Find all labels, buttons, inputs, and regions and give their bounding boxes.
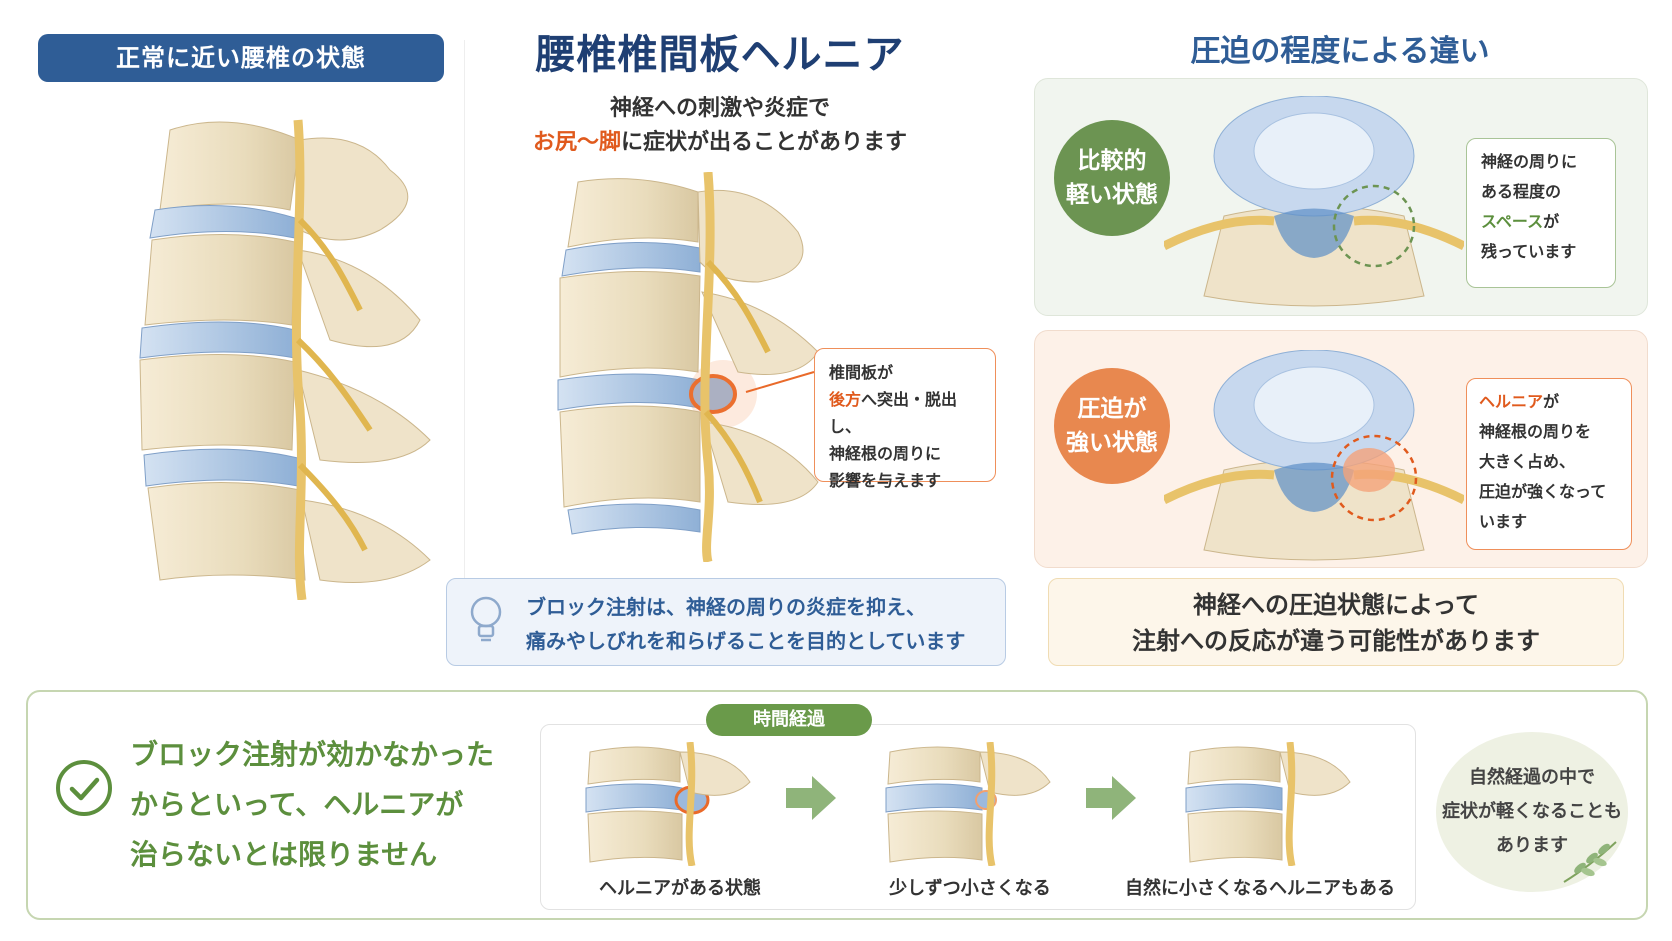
mild-cross-section-illustration — [1164, 96, 1464, 307]
arrow-icon-2 — [1086, 776, 1136, 820]
bottom-message-line-3: 治らないとは限りません — [130, 838, 438, 871]
natural-line-1: 自然経過の中で — [1469, 767, 1595, 788]
herniation-callout-line-2: 後方へ突出・脱出し、 — [829, 386, 981, 440]
mild-badge: 比較的 軽い状態 — [1054, 120, 1170, 236]
normal-spine-illustration — [139, 119, 431, 600]
mild-callout-line-4: 残っています — [1481, 242, 1577, 261]
bottom-message-line-2: からといって、ヘルニアが — [130, 788, 464, 821]
mild-callout-line-1: 神経の周りに — [1481, 152, 1578, 171]
leaf-icon — [1563, 841, 1617, 883]
block-injection-info-box — [446, 578, 1006, 666]
mild-badge-line-1: 比較的 — [1077, 147, 1147, 174]
strong-cross-section-illustration — [1164, 350, 1464, 561]
mild-callout-highlight: スペース — [1481, 212, 1544, 231]
compression-degree-title: 圧迫の程度による違い — [1190, 34, 1490, 69]
subtitle-line-1: 神経への刺激や炎症で — [609, 96, 830, 121]
herniation-callout: 椎間板が 後方へ突出・脱出し、 神経根の周りに 影響を与えます — [814, 348, 996, 490]
strong-callout-line-1: ヘルニアが — [1479, 387, 1619, 417]
compression-summary-box: 神経への圧迫状態によって 注射への反応が違う可能性があります — [1048, 578, 1624, 666]
strong-callout-line-5: います — [1479, 512, 1528, 531]
strong-badge-line-2: 強い状態 — [1066, 430, 1158, 456]
herniated-spine-illustration — [557, 172, 819, 562]
stage-3-illustration — [1185, 742, 1351, 866]
checkmark-icon — [56, 760, 112, 816]
subtitle-line-2: お尻〜脚に症状が出ることがあります — [470, 124, 970, 156]
subtitle-highlight: お尻〜脚 — [532, 130, 621, 155]
subtitle-rest: に症状が出ることがあります — [621, 130, 908, 155]
stage-label-1: ヘルニアがある状態 — [599, 878, 761, 899]
summary-line-2: 注射への反応が違う可能性があります — [1132, 627, 1540, 655]
herniation-callout-line-2-rest: へ突出・脱出し、 — [829, 390, 958, 436]
arrow-icon-1 — [786, 776, 836, 820]
herniation-callout-highlight: 後方 — [829, 390, 862, 409]
natural-line-3: あります — [1496, 835, 1568, 856]
bottom-message-line-1: ブロック注射が効かなかった — [130, 738, 495, 771]
section-divider — [464, 40, 465, 620]
bottom-message: ブロック注射が効かなかった からといって、ヘルニアが 治らないとは限りません — [130, 730, 530, 880]
mild-callout-line-2: ある程度の — [1481, 182, 1562, 201]
lightbulb-icon — [470, 596, 502, 642]
mild-callout-line-3: スペースが — [1481, 207, 1601, 237]
strong-callout-line-4: 圧迫が強くなって — [1479, 482, 1607, 501]
stage-2-illustration — [885, 742, 1051, 866]
info-line-1: ブロック注射は、神経の周りの炎症を抑え、 — [526, 595, 926, 619]
block-injection-info-text: ブロック注射は、神経の周りの炎症を抑え、 痛みやしびれを和らげることを目的として… — [526, 590, 996, 658]
summary-line-1: 神経への圧迫状態によって — [1192, 591, 1480, 619]
normal-spine-label: 正常に近い腰椎の状態 — [38, 34, 444, 82]
strong-badge: 圧迫が 強い状態 — [1054, 368, 1170, 484]
strong-callout: ヘルニアが 神経根の周りを 大きく占め、 圧迫が強くなって います — [1466, 378, 1632, 550]
strong-badge-line-1: 圧迫が — [1077, 395, 1147, 422]
strong-callout-highlight: ヘルニア — [1479, 392, 1544, 411]
strong-callout-line-2: 神経根の周りを — [1479, 422, 1592, 441]
natural-course-note: 自然経過の中で 症状が軽くなることも あります — [1436, 732, 1628, 892]
natural-line-2: 症状が軽くなることも — [1442, 801, 1622, 822]
herniation-callout-line-1: 椎間板が — [829, 363, 894, 382]
info-line-2: 痛みやしびれを和らげることを目的としています — [526, 629, 966, 653]
strong-callout-line-3: 大きく占め、 — [1479, 452, 1576, 471]
herniation-callout-line-3: 神経根の周りに — [829, 444, 942, 463]
stage-label-3: 自然に小さくなるヘルニアもある — [1125, 878, 1395, 899]
herniation-callout-line-4: 影響を与えます — [829, 471, 942, 490]
mild-callout: 神経の周りに ある程度の スペースが 残っています — [1466, 138, 1616, 288]
strong-callout-line-1-rest: が — [1543, 392, 1560, 411]
time-progression-pill: 時間経過 — [706, 704, 872, 736]
stage-label-2: 少しずつ小さくなる — [889, 878, 1051, 899]
main-title: 腰椎椎間板ヘルニア — [535, 32, 905, 78]
mild-callout-line-3-rest: が — [1543, 212, 1560, 231]
mild-badge-line-2: 軽い状態 — [1066, 182, 1158, 208]
stage-1-illustration — [585, 742, 751, 866]
